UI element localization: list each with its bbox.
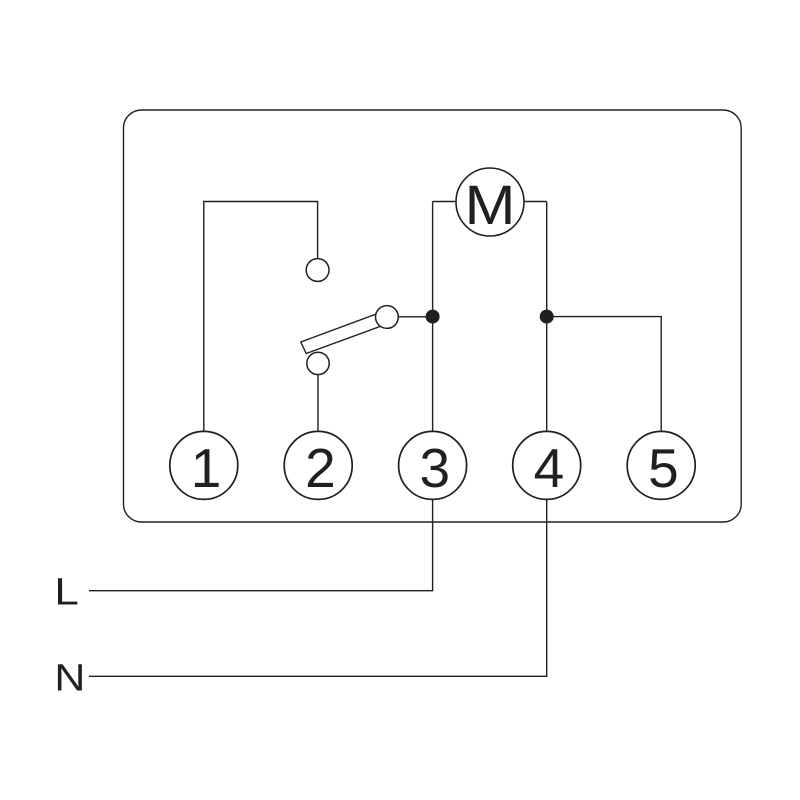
svg-text:M: M — [465, 173, 516, 236]
svg-text:L: L — [54, 572, 79, 614]
svg-text:1: 1 — [191, 437, 222, 499]
svg-text:3: 3 — [420, 437, 451, 499]
svg-text:4: 4 — [534, 437, 565, 499]
svg-text:5: 5 — [648, 437, 679, 499]
svg-text:2: 2 — [305, 437, 336, 499]
svg-text:N: N — [54, 657, 85, 699]
